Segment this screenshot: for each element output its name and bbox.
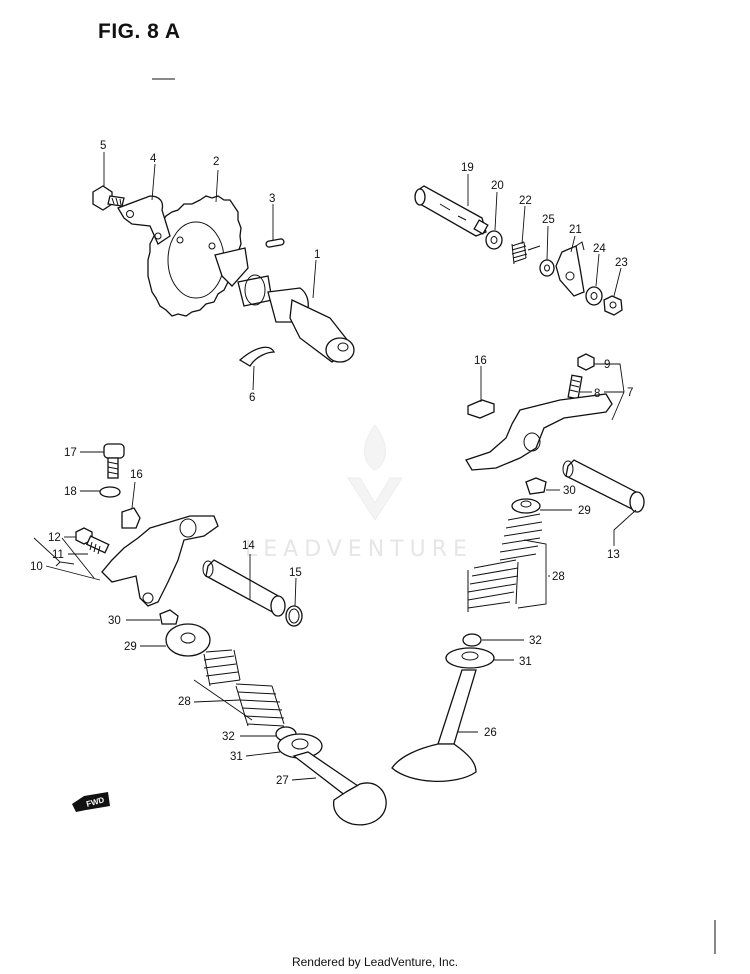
washer-18 — [99, 486, 121, 498]
decomp-shaft — [414, 185, 489, 237]
o-ring-15 — [285, 605, 303, 627]
callout-27: 27 — [276, 775, 289, 787]
footer-credit: Rendered by LeadVenture, Inc. — [291, 955, 459, 969]
washer-20 — [485, 230, 503, 250]
callout-5: 5 — [100, 140, 106, 152]
callout-14: 14 — [242, 540, 255, 552]
callout-21: 21 — [569, 224, 582, 236]
callout-6: 6 — [249, 392, 255, 404]
nut-23 — [603, 295, 623, 316]
spring-retainer-29-left — [165, 623, 211, 657]
callout-31-right: 31 — [519, 656, 532, 668]
adjuster-nut-9 — [577, 353, 595, 371]
callout-13: 13 — [607, 549, 620, 561]
oil-seal-31-right — [445, 647, 495, 669]
spring-seat-32-right — [462, 633, 482, 647]
rocker-shaft-right — [562, 459, 645, 513]
intake-valve-27 — [292, 751, 387, 826]
callout-25: 25 — [542, 214, 555, 226]
dowel-pin — [265, 238, 285, 248]
exhaust-valve-26 — [391, 669, 477, 782]
lock-plate — [117, 195, 171, 245]
rocker-bolt-17 — [103, 443, 125, 479]
callout-19: 19 — [461, 162, 474, 174]
cotter-30-right — [525, 477, 547, 495]
callout-9: 9 — [604, 359, 610, 371]
washer-25 — [539, 259, 555, 277]
callout-16-left: 16 — [130, 469, 143, 481]
adjuster-screw-8 — [567, 374, 583, 400]
decomp-spring — [511, 241, 541, 265]
callout-30-right: 30 — [563, 485, 576, 497]
washer-24 — [585, 286, 603, 306]
sprocket-bolt — [92, 185, 125, 211]
valve-spring-left — [203, 649, 285, 727]
decomp-lever — [555, 241, 585, 297]
callout-10: 10 — [30, 561, 43, 573]
callout-24: 24 — [593, 243, 606, 255]
spring-retainer-29-right — [511, 498, 541, 514]
fwd-direction-arrow — [72, 792, 110, 812]
camshaft-retainer-clip — [238, 346, 276, 367]
figure-title: FIG. 8 A — [98, 20, 181, 43]
leader-lines — [33, 152, 637, 781]
callout-29-left: 29 — [124, 641, 137, 653]
rocker-arm-right — [465, 393, 613, 471]
callout-18: 18 — [64, 486, 77, 498]
callout-7: 7 — [627, 387, 633, 399]
rocker-pad-16-right — [467, 399, 495, 419]
callout-12: 12 — [48, 532, 61, 544]
callout-22: 22 — [519, 195, 532, 207]
callout-28-left: 28 — [178, 696, 191, 708]
callout-26: 26 — [484, 727, 497, 739]
callout-17: 17 — [64, 447, 77, 459]
watermark-text: LEADVENTURE — [245, 537, 473, 562]
watermark-logo — [347, 424, 403, 521]
callout-31-left: 31 — [230, 751, 243, 763]
callout-11: 11 — [52, 549, 64, 561]
callout-20: 20 — [491, 180, 504, 192]
rocker-shaft-left — [202, 559, 286, 617]
callout-4: 4 — [150, 153, 157, 165]
callout-numbers: 1 2 3 4 5 6 7 8 9 10 11 12 13 14 15 16 1… — [30, 140, 633, 787]
rocker-arm-left — [101, 515, 219, 607]
callout-2: 2 — [213, 156, 219, 168]
valve-spring-right — [467, 513, 543, 612]
adjuster-screw-11 — [85, 535, 110, 555]
callout-15: 15 — [289, 567, 302, 579]
camshaft — [214, 247, 355, 363]
callout-16-right: 16 — [474, 355, 487, 367]
callout-29-right: 29 — [578, 505, 591, 517]
callout-1: 1 — [314, 249, 320, 261]
callout-3: 3 — [269, 193, 275, 205]
callout-28-right: 28 — [552, 571, 565, 583]
callout-32-right: 32 — [529, 635, 542, 647]
cotter-30-left — [159, 609, 179, 625]
callout-30-left: 30 — [108, 615, 121, 627]
callout-23: 23 — [615, 257, 628, 269]
callout-8: 8 — [594, 388, 600, 400]
callout-32-left: 32 — [222, 731, 235, 743]
rocker-pad-16-left — [121, 507, 141, 529]
